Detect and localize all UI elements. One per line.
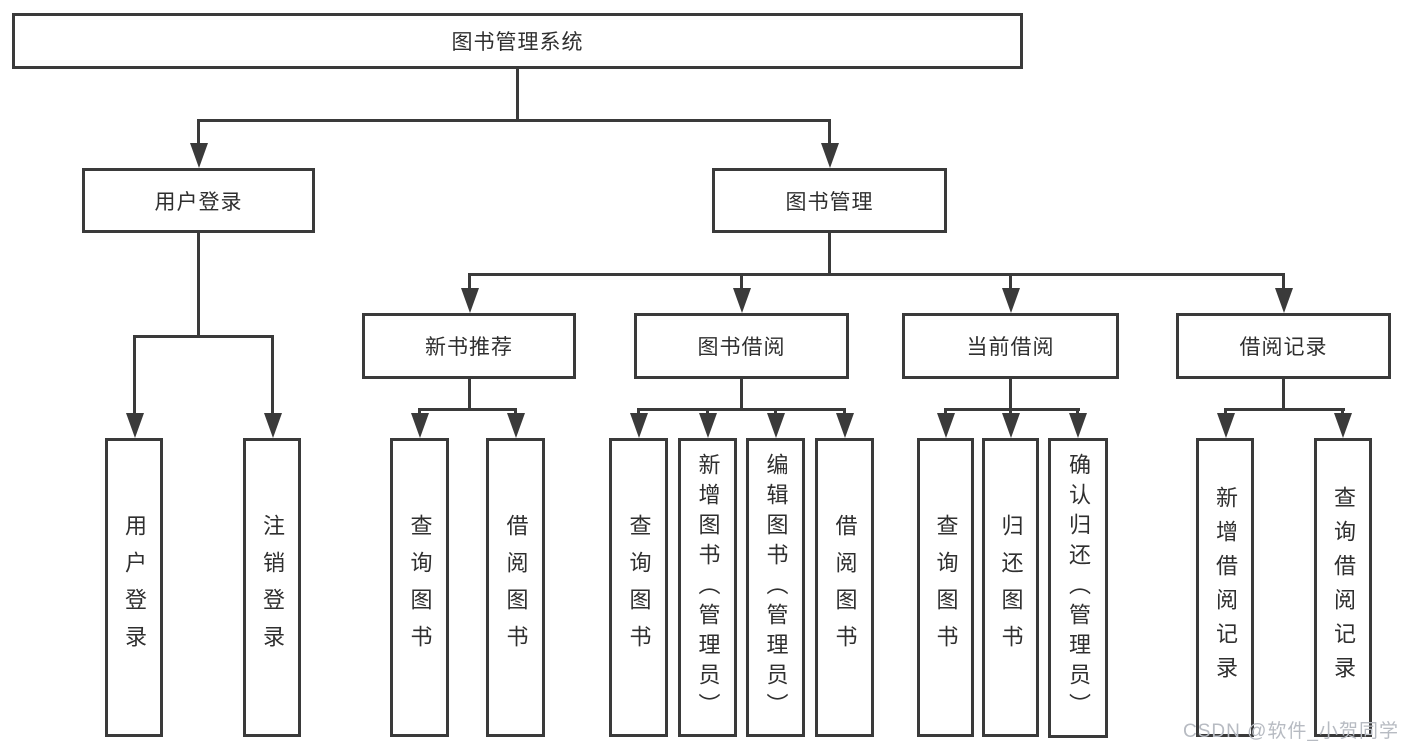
connector-line bbox=[944, 408, 947, 417]
node-library-system-root: 图书管理系统 bbox=[12, 13, 1023, 69]
connector-line bbox=[1282, 379, 1285, 410]
arrow-down-icon bbox=[1002, 288, 1020, 313]
connector-line bbox=[740, 379, 743, 410]
connector-line bbox=[271, 335, 274, 414]
leaf-label: 用户登录 bbox=[122, 513, 147, 662]
leaf-label: 归还图书 bbox=[998, 513, 1024, 662]
arrow-down-icon bbox=[1217, 413, 1235, 438]
connector-line bbox=[1282, 273, 1285, 290]
node-book-management: 图书管理 bbox=[712, 168, 947, 233]
connector-line bbox=[468, 273, 1284, 276]
node-borrowing-records: 借阅记录 bbox=[1176, 313, 1391, 379]
leaf-label: 借阅图书 bbox=[832, 513, 858, 662]
connector-line bbox=[197, 119, 831, 122]
connector-line bbox=[197, 233, 200, 335]
arrow-down-icon bbox=[126, 413, 144, 438]
arrow-down-icon bbox=[821, 143, 839, 168]
leaf-edit-book-admin: 编辑图书（管理员） bbox=[746, 438, 805, 737]
connector-line bbox=[1341, 408, 1344, 417]
connector-line bbox=[706, 408, 709, 417]
connector-line bbox=[418, 408, 517, 411]
connector-line bbox=[944, 408, 1080, 411]
leaf-label: 查询图书 bbox=[626, 513, 652, 662]
arrow-down-icon bbox=[461, 288, 479, 313]
leaf-borrow-books-borrowing: 借阅图书 bbox=[815, 438, 874, 737]
leaf-user-login: 用户登录 bbox=[105, 438, 163, 737]
connector-line bbox=[740, 273, 743, 290]
connector-line bbox=[468, 379, 471, 410]
arrow-down-icon bbox=[1275, 288, 1293, 313]
leaf-query-books-recommend: 查询图书 bbox=[390, 438, 449, 737]
connector-line bbox=[418, 408, 421, 417]
connector-line bbox=[197, 119, 200, 145]
leaf-label: 编辑图书（管理员） bbox=[763, 452, 789, 723]
leaf-add-borrow-record: 新增借阅记录 bbox=[1196, 438, 1254, 737]
connector-line bbox=[1009, 408, 1012, 417]
arrow-down-icon bbox=[733, 288, 751, 313]
connector-line bbox=[1224, 408, 1345, 411]
arrow-down-icon bbox=[1002, 413, 1020, 438]
leaf-label: 查询图书 bbox=[407, 513, 433, 662]
arrow-down-icon bbox=[190, 143, 208, 168]
leaf-confirm-return-admin: 确认归还（管理员） bbox=[1048, 438, 1108, 738]
leaf-query-books-current: 查询图书 bbox=[917, 438, 974, 737]
arrow-down-icon bbox=[264, 413, 282, 438]
connector-line bbox=[843, 408, 846, 417]
connector-line bbox=[1076, 408, 1079, 417]
arrow-down-icon bbox=[1334, 413, 1352, 438]
connector-line bbox=[1009, 379, 1012, 410]
leaf-add-book-admin: 新增图书（管理员） bbox=[678, 438, 737, 737]
connector-line bbox=[1009, 273, 1012, 290]
leaf-label: 借阅图书 bbox=[503, 513, 529, 662]
connector-line bbox=[468, 273, 471, 290]
leaf-label: 查询图书 bbox=[933, 513, 959, 662]
watermark: CSDN @软件_小贺同学 bbox=[1183, 721, 1399, 742]
connector-line bbox=[1224, 408, 1227, 417]
leaf-label: 注销登录 bbox=[260, 513, 285, 662]
arrow-down-icon bbox=[411, 413, 429, 438]
arrow-down-icon bbox=[937, 413, 955, 438]
node-book-borrowing: 图书借阅 bbox=[634, 313, 849, 379]
connector-line bbox=[774, 408, 777, 417]
leaf-label: 确认归还（管理员） bbox=[1066, 453, 1091, 723]
connector-line bbox=[637, 408, 640, 417]
leaf-label: 新增图书（管理员） bbox=[695, 452, 721, 723]
connector-line bbox=[514, 408, 517, 417]
arrow-down-icon bbox=[630, 413, 648, 438]
connector-line bbox=[637, 408, 846, 411]
node-new-book-recommend: 新书推荐 bbox=[362, 313, 576, 379]
arrow-down-icon bbox=[699, 413, 717, 438]
arrow-down-icon bbox=[767, 413, 785, 438]
connector-line bbox=[133, 335, 274, 338]
connector-line bbox=[828, 233, 831, 275]
arrow-down-icon bbox=[1069, 413, 1087, 438]
leaf-label: 新增借阅记录 bbox=[1213, 485, 1238, 690]
connector-line bbox=[828, 119, 831, 145]
leaf-query-books-borrowing: 查询图书 bbox=[609, 438, 668, 737]
node-current-borrowing: 当前借阅 bbox=[902, 313, 1119, 379]
leaf-logout: 注销登录 bbox=[243, 438, 301, 737]
arrow-down-icon bbox=[507, 413, 525, 438]
connector-line bbox=[133, 335, 136, 414]
leaf-label: 查询借阅记录 bbox=[1331, 485, 1356, 690]
node-user-login: 用户登录 bbox=[82, 168, 315, 233]
arrow-down-icon bbox=[836, 413, 854, 438]
leaf-query-borrow-record: 查询借阅记录 bbox=[1314, 438, 1372, 737]
leaf-borrow-books-recommend: 借阅图书 bbox=[486, 438, 545, 737]
connector-line bbox=[516, 69, 519, 119]
leaf-return-books: 归还图书 bbox=[982, 438, 1039, 737]
